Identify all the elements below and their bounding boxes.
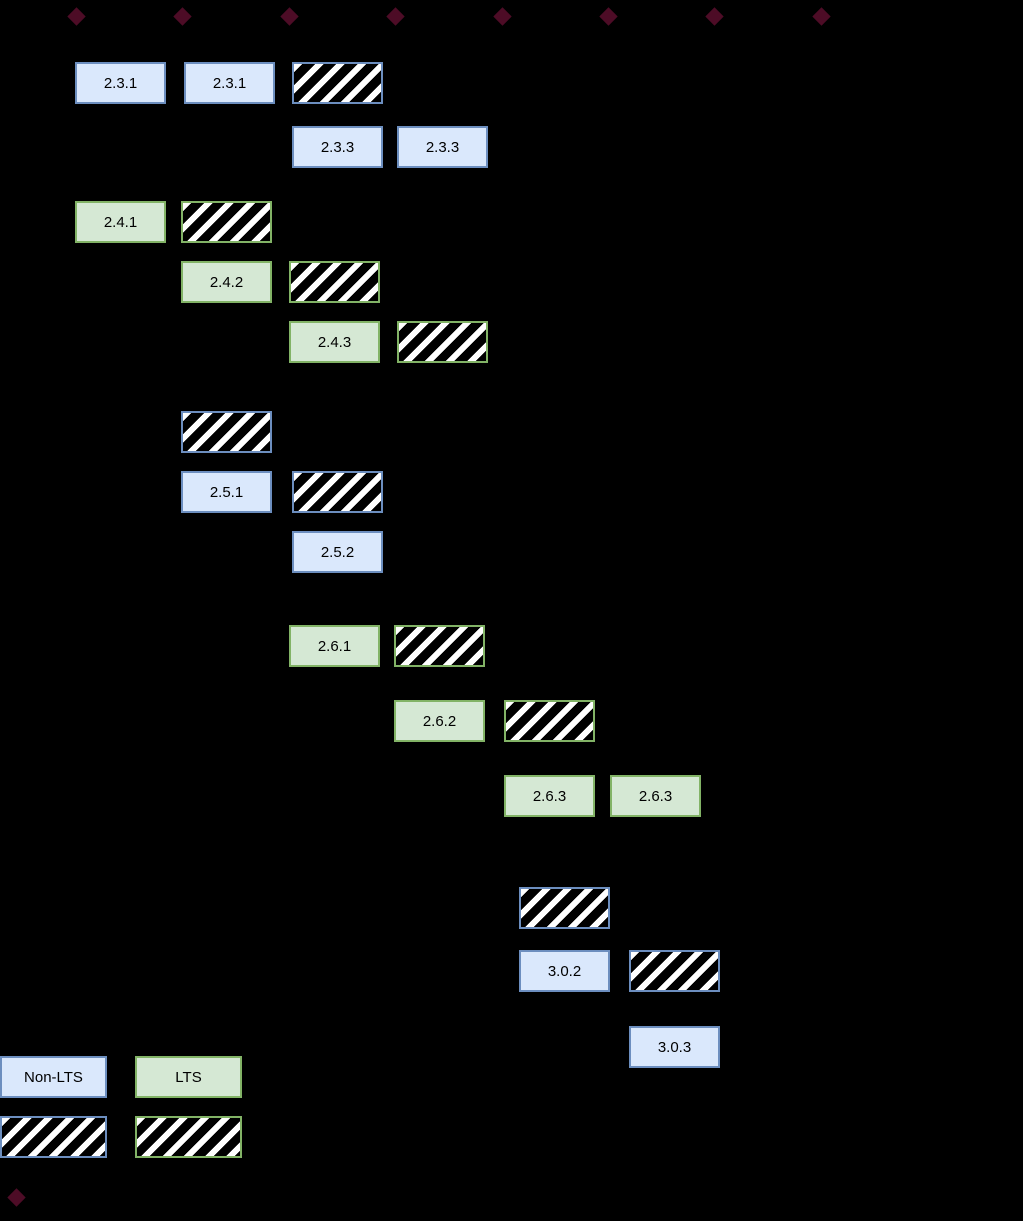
version-box: 2.4.3 — [289, 321, 380, 363]
version-box: 3.0.3 — [629, 1026, 720, 1068]
legend-non-lts-hatched — [0, 1116, 107, 1158]
version-box: 2.3.1 — [75, 62, 166, 104]
milestone-diamond — [172, 6, 192, 26]
milestone-diamond — [492, 6, 512, 26]
legend-lts: LTS — [135, 1056, 242, 1098]
milestone-diamond — [811, 6, 831, 26]
milestone-diamond — [279, 6, 299, 26]
version-box: 2.5.2 — [292, 531, 383, 573]
legend-lts-hatched — [135, 1116, 242, 1158]
version-box-hatched — [504, 700, 595, 742]
version-box-hatched — [629, 950, 720, 992]
milestone-diamond — [598, 6, 618, 26]
version-box: 2.4.2 — [181, 261, 272, 303]
version-box: 2.6.3 — [504, 775, 595, 817]
version-box: 2.6.3 — [610, 775, 701, 817]
version-box-hatched — [292, 471, 383, 513]
legend-non-lts: Non-LTS — [0, 1056, 107, 1098]
version-box-hatched — [289, 261, 380, 303]
milestone-diamond — [66, 6, 86, 26]
version-box: 2.3.3 — [397, 126, 488, 168]
version-box-hatched — [397, 321, 488, 363]
version-box: 2.6.2 — [394, 700, 485, 742]
version-box-hatched — [519, 887, 610, 929]
version-box-hatched — [181, 411, 272, 453]
version-box: 2.3.3 — [292, 126, 383, 168]
milestone-diamond — [385, 6, 405, 26]
version-box: 2.5.1 — [181, 471, 272, 513]
version-box: 2.3.1 — [184, 62, 275, 104]
version-box: 3.0.2 — [519, 950, 610, 992]
version-box-hatched — [292, 62, 383, 104]
version-box-hatched — [394, 625, 485, 667]
version-box: 2.6.1 — [289, 625, 380, 667]
version-box: 2.4.1 — [75, 201, 166, 243]
milestone-diamond — [6, 1187, 26, 1207]
milestone-diamond — [704, 6, 724, 26]
version-box-hatched — [181, 201, 272, 243]
